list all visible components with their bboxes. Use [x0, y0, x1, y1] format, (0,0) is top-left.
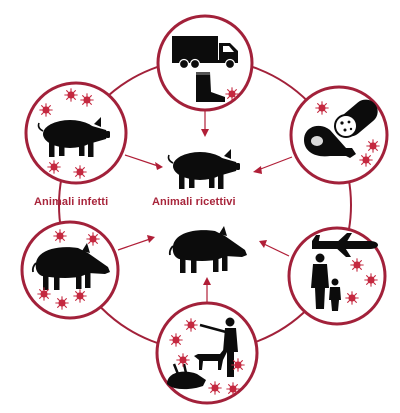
virus-icon [73, 289, 87, 303]
virus-icon [366, 139, 380, 153]
virus-icon [55, 296, 69, 310]
node-truck-boot [156, 14, 254, 112]
arrow-truck-to-center [201, 110, 209, 137]
airplane-icon [312, 233, 378, 257]
label-infected-animals: Animali infetti [34, 196, 109, 208]
ham-icon [304, 125, 356, 158]
transmission-arrows [117, 110, 293, 303]
arrow-travel-to-center [259, 240, 290, 257]
virus-icon [39, 103, 53, 117]
label-receptive-animals: Animali ricettivi [152, 196, 236, 208]
virus-icon [208, 381, 222, 395]
dog-icon [194, 349, 227, 370]
hunter-icon [199, 317, 238, 377]
virus-icon [176, 353, 190, 367]
virus-icon [315, 101, 329, 115]
node-travel [287, 226, 387, 326]
node-domestic-pig [24, 81, 128, 185]
node-wild-boar [20, 220, 120, 320]
arrow-hunting-to-center [203, 277, 211, 303]
virus-icon [73, 165, 87, 179]
arrow-boar-to-center [117, 235, 155, 251]
virus-icon [350, 258, 364, 272]
dead-boar-icon [167, 363, 206, 390]
virus-icon [184, 318, 198, 332]
virus-icon [359, 153, 373, 167]
node-hunting [155, 301, 259, 405]
virus-icon [169, 333, 183, 347]
virus-icon [226, 382, 240, 396]
truck-icon [172, 36, 238, 70]
boot-icon [196, 72, 225, 102]
virus-icon [345, 291, 359, 305]
arrow-pig-to-center [124, 154, 163, 170]
adult-silhouette-icon [311, 253, 329, 309]
child-silhouette-icon [329, 278, 341, 311]
virus-icon [64, 88, 78, 102]
virus-icon [53, 229, 67, 243]
virus-icon [37, 287, 51, 301]
node-meat-products [289, 85, 389, 185]
wild-boar-icon [168, 225, 248, 274]
virus-icon [47, 160, 61, 174]
virus-icon [231, 358, 245, 372]
arrow-meat-to-center [253, 156, 293, 174]
virus-icon [225, 87, 239, 101]
virus-icon [364, 273, 378, 287]
pig-icon [167, 148, 241, 190]
salami-icon [334, 99, 378, 138]
virus-icon [80, 93, 94, 107]
virus-icon [86, 232, 100, 246]
